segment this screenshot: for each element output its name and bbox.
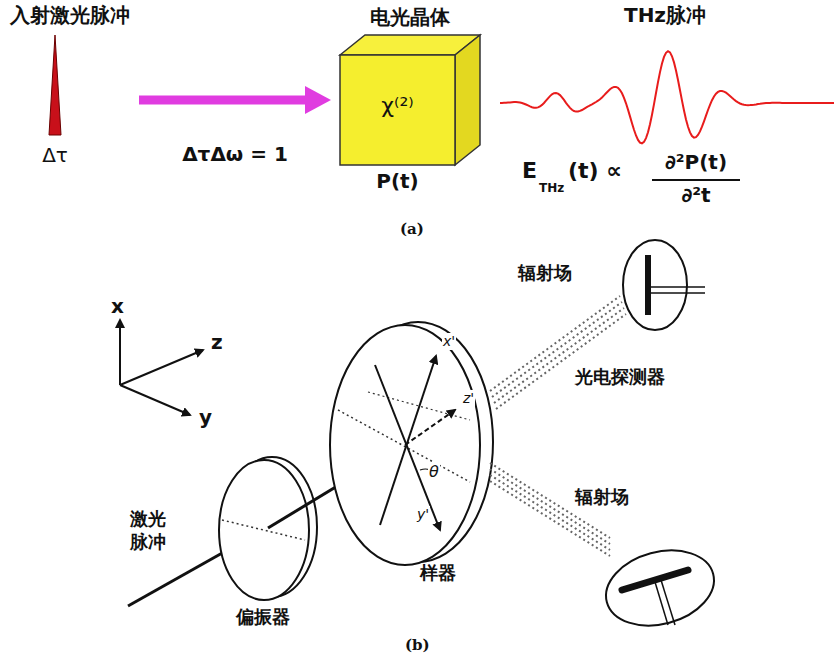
label: 偏振器 <box>236 606 290 628</box>
label: (b) <box>405 636 430 654</box>
label: 辐射场 <box>575 486 629 508</box>
label: ∂²P(t) <box>652 150 740 174</box>
label: (a) <box>400 220 424 238</box>
node-text: 入射激光脉冲 <box>5 3 135 27</box>
label: z' <box>462 390 475 407</box>
label: z <box>211 330 223 354</box>
sample-disk <box>330 322 493 565</box>
cube-front <box>340 55 455 165</box>
node-text: χ⁽²⁾ <box>340 93 455 119</box>
label: y <box>199 405 212 429</box>
node-text: Δτ <box>20 143 90 167</box>
thz-pulse: THz脉冲 <box>500 3 835 148</box>
label: x <box>111 294 124 318</box>
radiation-field <box>490 463 610 556</box>
crystal-cube: 电光晶体 χ⁽²⁾ P(t) <box>335 5 485 200</box>
coordinate-axes <box>120 320 203 415</box>
label: y' <box>416 506 430 523</box>
label: ∂²t <box>652 183 740 207</box>
polarizer-disk <box>219 457 317 600</box>
arrow-head <box>305 86 331 114</box>
node-text: THz脉冲 <box>600 3 730 27</box>
laser-pulse: 入射激光脉冲 Δτ <box>5 3 135 178</box>
label: θ <box>428 462 440 481</box>
beam-shaft <box>139 96 305 105</box>
photodetector <box>598 539 723 637</box>
node-text: 电光晶体 <box>335 5 485 29</box>
label: 辐射场 <box>518 262 572 284</box>
laser-pulse-shape <box>5 3 135 178</box>
radiation-field <box>490 296 626 409</box>
edge-label: ΔτΔω = 1 <box>182 142 288 166</box>
node-text: P(t) <box>340 169 455 193</box>
thz-waveform <box>500 51 834 143</box>
label: 样器 <box>420 562 456 584</box>
label: x' <box>442 333 456 350</box>
fraction-bar <box>652 179 740 181</box>
label: E <box>522 158 537 184</box>
label: THz <box>539 181 564 195</box>
label: (t) ∝ <box>568 158 622 184</box>
label: 光电探测器 <box>575 366 665 388</box>
beam-arrow <box>139 86 331 114</box>
pulse-spike <box>49 35 61 135</box>
photodetector <box>623 240 705 330</box>
label: 激光 脉冲 <box>130 508 170 553</box>
cube-side <box>455 35 480 165</box>
